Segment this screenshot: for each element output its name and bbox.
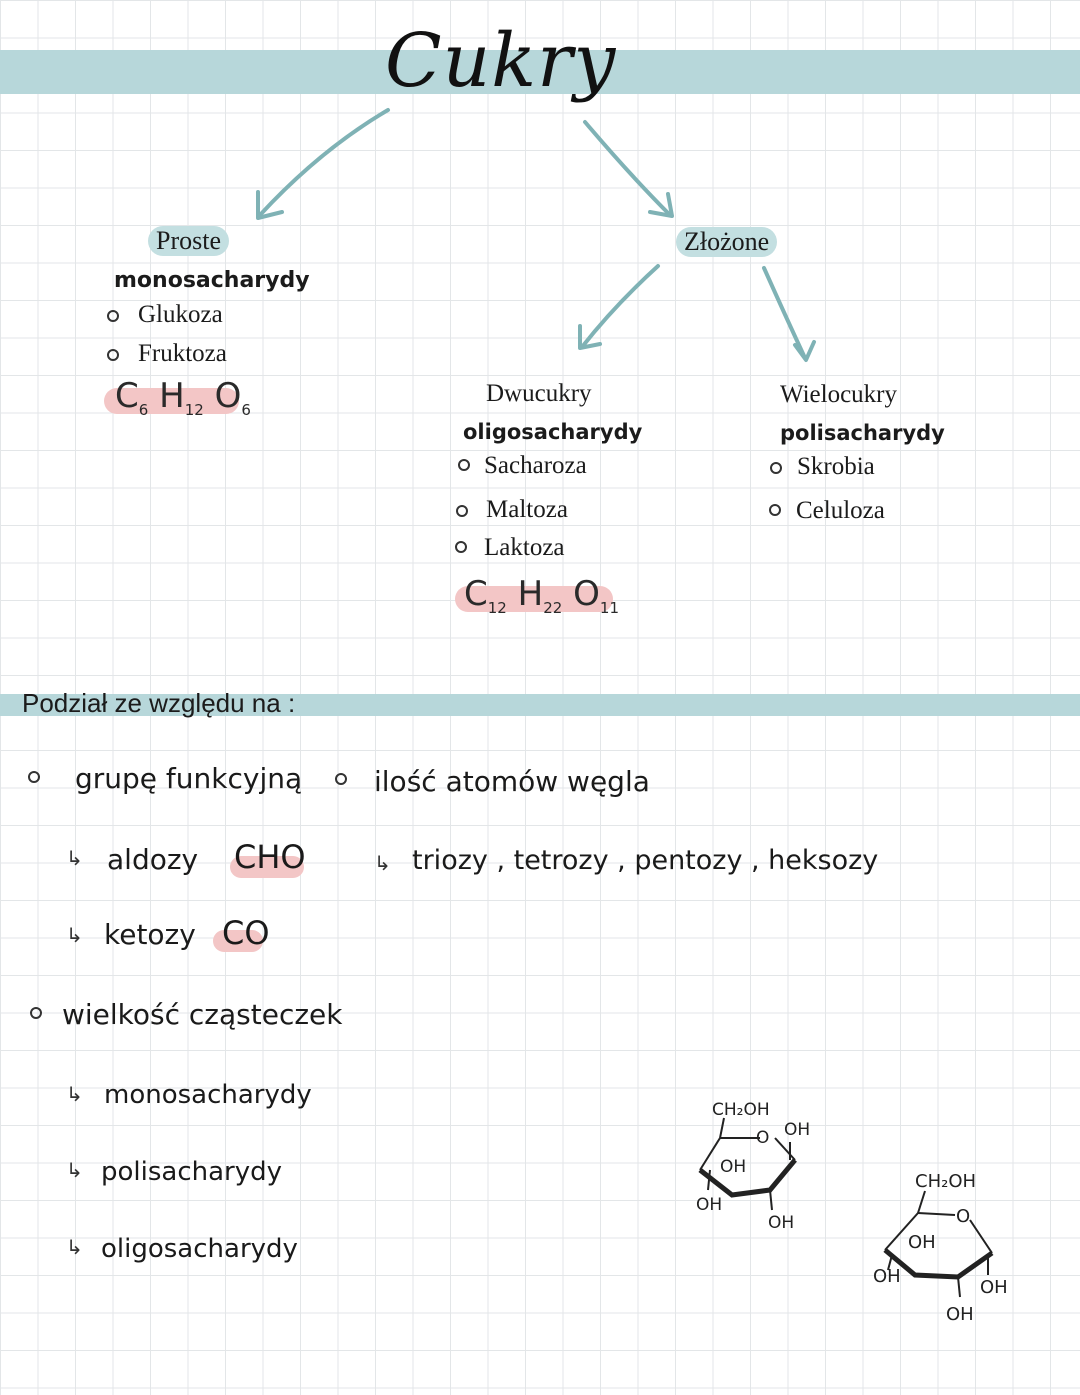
bullet xyxy=(30,1007,42,1019)
svg-text:OH: OH xyxy=(980,1277,1008,1298)
arrow-to-wielocukry xyxy=(762,266,807,360)
sub-arrow-icon: ↳ xyxy=(66,846,83,870)
formula-highlight xyxy=(104,388,239,414)
proste-subtitle: monosacharydy xyxy=(114,268,310,293)
svg-text:OH: OH xyxy=(873,1266,901,1287)
size-item-mono: monosacharydy xyxy=(104,1080,312,1110)
ch2oh-label-1: CH₂OH xyxy=(712,1100,770,1120)
bullet xyxy=(335,773,347,785)
carbon-count-types: triozy , tetrozy , pentozy , heksozy xyxy=(412,845,879,876)
bullet xyxy=(107,349,119,361)
molecule-size-label: wielkość cząsteczek xyxy=(62,998,343,1031)
cho-highlight xyxy=(230,856,304,878)
sub-arrow-icon: ↳ xyxy=(66,1235,83,1259)
formula-disaccharide: C12 H22 O11 xyxy=(464,574,619,617)
wielocukry-item-skrobia: Skrobia xyxy=(797,453,875,480)
dwucukry-item-laktoza: Laktoza xyxy=(484,534,565,561)
arrow-to-proste xyxy=(258,108,390,217)
bullet xyxy=(455,541,467,553)
ch2oh-label-2: CH₂OH xyxy=(915,1171,976,1192)
formula-monosaccharide: C6 H12 O6 xyxy=(115,376,251,419)
wielocukry-subtitle: polisacharydy xyxy=(780,421,945,445)
dwucukry-item-sacharoza: Sacharoza xyxy=(484,452,587,479)
bullet xyxy=(769,504,781,516)
proste-item-fruktoza: Fruktoza xyxy=(138,340,227,367)
bullet xyxy=(458,459,470,471)
bullet xyxy=(770,462,782,474)
sub-arrow-icon: ↳ xyxy=(66,1158,83,1182)
formula-highlight xyxy=(455,586,613,612)
wielocukry-item-celuloza: Celuloza xyxy=(796,497,885,524)
arrow-to-dwucukry xyxy=(580,264,660,349)
bullet xyxy=(28,771,40,783)
zlozone-label: Złożone xyxy=(676,227,778,257)
glucose-structure-1: CH₂OH O OH OH OH OH xyxy=(696,1100,810,1233)
aldoses-label: aldozy xyxy=(107,843,199,876)
tree-arrows xyxy=(256,108,816,362)
glucose-structure-2: CH₂OH O OH OH OH OH xyxy=(873,1171,1008,1325)
dwucukry-label: Dwucukry xyxy=(486,380,592,407)
proste-item-glukoza: Glukoza xyxy=(138,301,223,328)
proste-label: Proste xyxy=(148,226,229,256)
arrowhead-proste xyxy=(256,190,284,220)
sub-arrow-icon: ↳ xyxy=(374,851,391,875)
bullet xyxy=(107,310,119,322)
svg-text:OH: OH xyxy=(768,1213,794,1233)
svg-text:OH: OH xyxy=(784,1120,810,1140)
size-item-poly: polisacharydy xyxy=(101,1157,283,1187)
aldoses-group: CHO xyxy=(234,838,306,876)
svg-text:OH: OH xyxy=(908,1232,936,1253)
carbon-count-label: ilość atomów węgla xyxy=(374,765,650,798)
wielocukry-label: Wielocukry xyxy=(780,381,898,408)
page-title: Cukry xyxy=(385,18,617,104)
sub-arrow-icon: ↳ xyxy=(66,923,83,947)
bullet xyxy=(456,505,468,517)
ketoses-label: ketozy xyxy=(104,918,196,951)
svg-text:OH: OH xyxy=(696,1195,722,1215)
ketoses-group: CO xyxy=(222,914,270,952)
svg-text:OH: OH xyxy=(720,1157,746,1177)
size-item-oligo: oligosacharydy xyxy=(101,1234,298,1264)
division-header: Podział ze względu na : xyxy=(22,688,296,718)
svg-text:O: O xyxy=(956,1206,970,1227)
sub-arrow-icon: ↳ xyxy=(66,1082,83,1106)
arrowhead-wielocukry xyxy=(793,340,816,362)
svg-text:O: O xyxy=(756,1128,769,1148)
arrowhead-zlozone xyxy=(648,192,674,218)
svg-text:OH: OH xyxy=(946,1304,974,1325)
dwucukry-item-maltoza: Maltoza xyxy=(486,496,568,523)
arrow-to-zlozone xyxy=(583,120,672,217)
division-band xyxy=(0,694,1080,716)
title-band xyxy=(0,50,1080,94)
arrowhead-dwucukry xyxy=(578,324,602,350)
co-highlight xyxy=(213,930,263,952)
dwucukry-subtitle: oligosacharydy xyxy=(463,420,643,444)
functional-group-label: grupę funkcyjną xyxy=(75,762,303,795)
